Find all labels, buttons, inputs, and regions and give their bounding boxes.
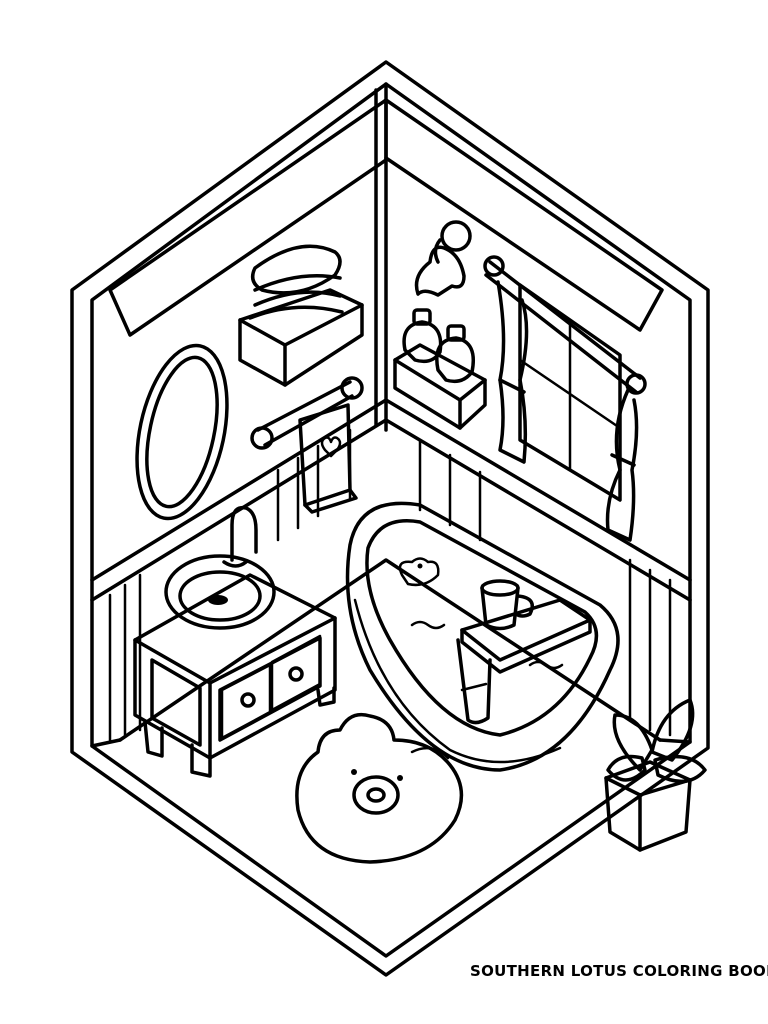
towel-shelf <box>238 244 364 387</box>
wall-wainscoting <box>90 398 692 742</box>
potted-plant <box>604 698 707 852</box>
room-outline <box>70 60 710 977</box>
towel-rack <box>250 376 364 514</box>
oval-mirror <box>135 343 229 521</box>
wall-lamp <box>414 220 472 297</box>
bottle-shelf <box>393 308 487 430</box>
book-title-caption: SOUTHERN LOTUS COLORING BOOK <box>470 962 768 980</box>
window <box>483 255 647 542</box>
bear-rug <box>295 712 464 864</box>
sink-vanity <box>133 505 337 778</box>
bathtub <box>345 501 620 772</box>
